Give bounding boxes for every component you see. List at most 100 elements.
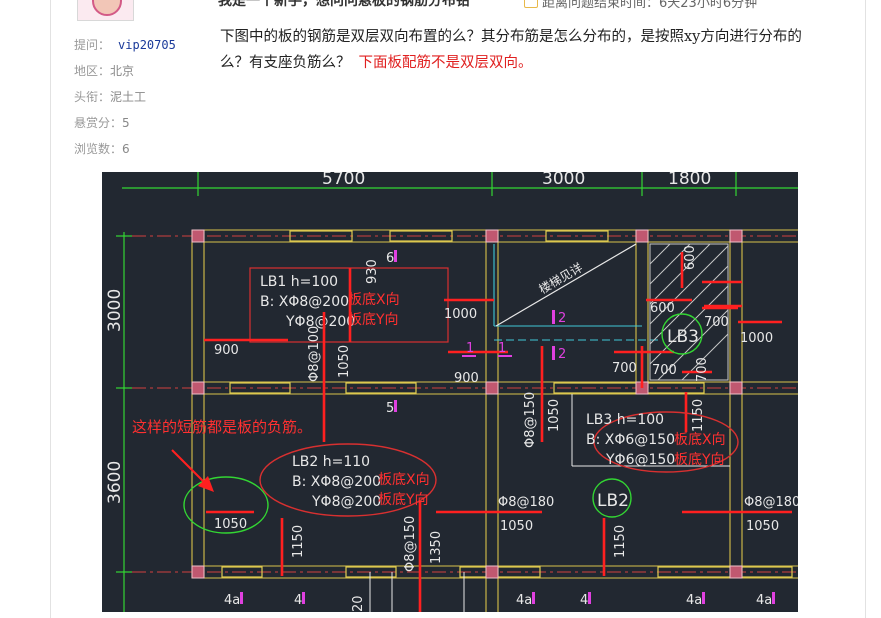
lb1-name: LB1 h=100 bbox=[260, 274, 338, 290]
label-2b: 2 bbox=[558, 347, 566, 362]
top-dimension-line bbox=[122, 172, 798, 196]
region-row: 地区：北京 bbox=[74, 62, 134, 79]
marker-b6 bbox=[772, 592, 775, 604]
label-700d: 700 bbox=[695, 357, 710, 382]
label-1150a: 1150 bbox=[691, 399, 706, 432]
label-930: 930 bbox=[365, 259, 380, 284]
question-body: 下图中的板的钢筋是双层双向布置的么？其分布筋是怎么分布的，是按照xy方向进行分布… bbox=[220, 24, 820, 76]
lb1-note-x: 板底X向 bbox=[348, 292, 400, 308]
lb3-circle-label: LB3 bbox=[667, 327, 699, 347]
marker-b4 bbox=[588, 592, 591, 604]
left-dimension-line bbox=[116, 232, 132, 612]
label-1350: 1350 bbox=[429, 531, 444, 564]
marker-b5 bbox=[702, 592, 705, 604]
label-1b: 1 bbox=[498, 341, 506, 356]
lb3-name: LB3 h=100 bbox=[586, 412, 664, 428]
lb3-circle bbox=[661, 313, 703, 355]
reward-row: 悬赏分：5 bbox=[74, 114, 130, 131]
label-600b: 600 bbox=[650, 301, 675, 316]
label-6: 6 bbox=[386, 251, 394, 266]
lb2-note-y: 板底Y向 bbox=[378, 492, 429, 508]
title-value: 泥土工 bbox=[110, 90, 147, 104]
dim-top-1: 5700 bbox=[322, 172, 365, 189]
cad-drawing-image[interactable]: 5700 3000 1800 3000 3600 bbox=[102, 172, 798, 612]
stair-outline bbox=[493, 244, 662, 341]
lb2-note-x: 板底X向 bbox=[378, 472, 430, 488]
lb3-x: B: XΦ6@150 bbox=[586, 432, 675, 448]
label-8at150a: Φ8@150 bbox=[523, 392, 538, 448]
lb2-ellipse bbox=[259, 443, 437, 517]
asker-username[interactable]: vip20705 bbox=[118, 38, 176, 52]
label-900b: 900 bbox=[454, 371, 479, 386]
dim-top-3: 1800 bbox=[668, 172, 711, 189]
label-20: 20 bbox=[351, 595, 366, 612]
lb3-note-y: 板底Y向 bbox=[674, 452, 725, 468]
label-8at150b: Φ8@150 bbox=[403, 516, 418, 572]
clock-icon bbox=[524, 0, 538, 8]
lb2-x: B: XΦ8@200 bbox=[292, 474, 381, 490]
label-1: 1 bbox=[466, 341, 474, 356]
views-value: 6 bbox=[122, 142, 130, 156]
label-1050e: 1050 bbox=[214, 517, 247, 532]
title-row: 头衔：泥土工 bbox=[74, 88, 146, 105]
asker-row: 提问： vip20705 bbox=[74, 36, 176, 53]
title-label: 头衔： bbox=[74, 90, 111, 104]
views-label: 浏览数： bbox=[74, 142, 123, 156]
highlight-ellipse-green bbox=[183, 476, 269, 534]
label-4-1: 4 bbox=[294, 593, 302, 608]
label-8at180a: Φ8@180 bbox=[498, 495, 554, 510]
label-4a-1: 4a bbox=[224, 593, 240, 608]
label-900a: 900 bbox=[214, 343, 239, 358]
countdown-text: 距离问题结束时间：6天23小时6分钟 bbox=[542, 0, 758, 11]
label-1050a: 1050 bbox=[337, 345, 352, 378]
label-8at100: Φ8@100 bbox=[307, 326, 322, 382]
label-1050d: 1050 bbox=[746, 519, 779, 534]
question-title: 我是一个新手，想问问悬板的钢筋分布铅 bbox=[218, 0, 470, 9]
asker-avatar[interactable] bbox=[77, 0, 134, 21]
asker-label: 提问： bbox=[74, 38, 111, 52]
dim-top-2: 3000 bbox=[542, 172, 585, 189]
lb2-circle bbox=[592, 478, 632, 518]
lb3-ellipse bbox=[593, 411, 739, 473]
label-4a-4: 4a bbox=[756, 593, 772, 608]
reward-value: 5 bbox=[122, 116, 130, 130]
marker-2b bbox=[552, 346, 555, 360]
lb1-x: B: XΦ8@200 bbox=[260, 294, 349, 310]
label-600a: 600 bbox=[683, 245, 698, 270]
dim-left-2: 3600 bbox=[105, 461, 125, 504]
question-text: 下图中的板的钢筋是双层双向布置的么？其分布筋是怎么分布的，是按照xy方向进行分布… bbox=[220, 29, 802, 71]
marker-b1 bbox=[240, 592, 243, 604]
columns bbox=[191, 229, 743, 579]
annotation-text: 这样的短筋都是板的负筋。 bbox=[132, 418, 312, 436]
beam-segments bbox=[221, 230, 793, 578]
question-note: 下面板配筋不是双层双向。 bbox=[358, 55, 533, 71]
marker-b2 bbox=[302, 592, 305, 604]
label-2a: 2 bbox=[558, 311, 566, 326]
marker-5 bbox=[394, 400, 397, 412]
label-1150b: 1150 bbox=[291, 525, 306, 558]
label-1050b: 1050 bbox=[547, 399, 562, 432]
lb2-circle-label: LB2 bbox=[597, 491, 629, 511]
views-row: 浏览数：6 bbox=[74, 140, 130, 157]
marker-2a bbox=[552, 310, 555, 324]
lb1-note-y: 板底Y向 bbox=[348, 312, 399, 328]
lb2-name: LB2 h=110 bbox=[292, 454, 370, 470]
annotation-arrowhead bbox=[198, 476, 214, 492]
label-700a: 700 bbox=[704, 315, 729, 330]
lb3-note-x: 板底X向 bbox=[674, 432, 726, 448]
label-4a-2: 4a bbox=[516, 593, 532, 608]
dim-left-1: 3000 bbox=[105, 289, 125, 332]
countdown: 距离问题结束时间：6天23小时6分钟 bbox=[524, 0, 757, 11]
lb2-y: YΦ8@200 bbox=[311, 494, 381, 510]
lb3-y: YΦ6@150 bbox=[605, 452, 675, 468]
avatar-face bbox=[92, 0, 122, 16]
label-1000b: 1000 bbox=[740, 331, 773, 346]
marker-6 bbox=[394, 250, 397, 262]
rebar-lines bbox=[204, 252, 792, 612]
label-1150c: 1150 bbox=[613, 525, 628, 558]
region-label: 地区： bbox=[74, 64, 111, 78]
region-value: 北京 bbox=[110, 64, 135, 78]
marker-b3 bbox=[532, 592, 535, 604]
label-4-2: 4 bbox=[580, 593, 588, 608]
section-lines bbox=[369, 394, 730, 612]
